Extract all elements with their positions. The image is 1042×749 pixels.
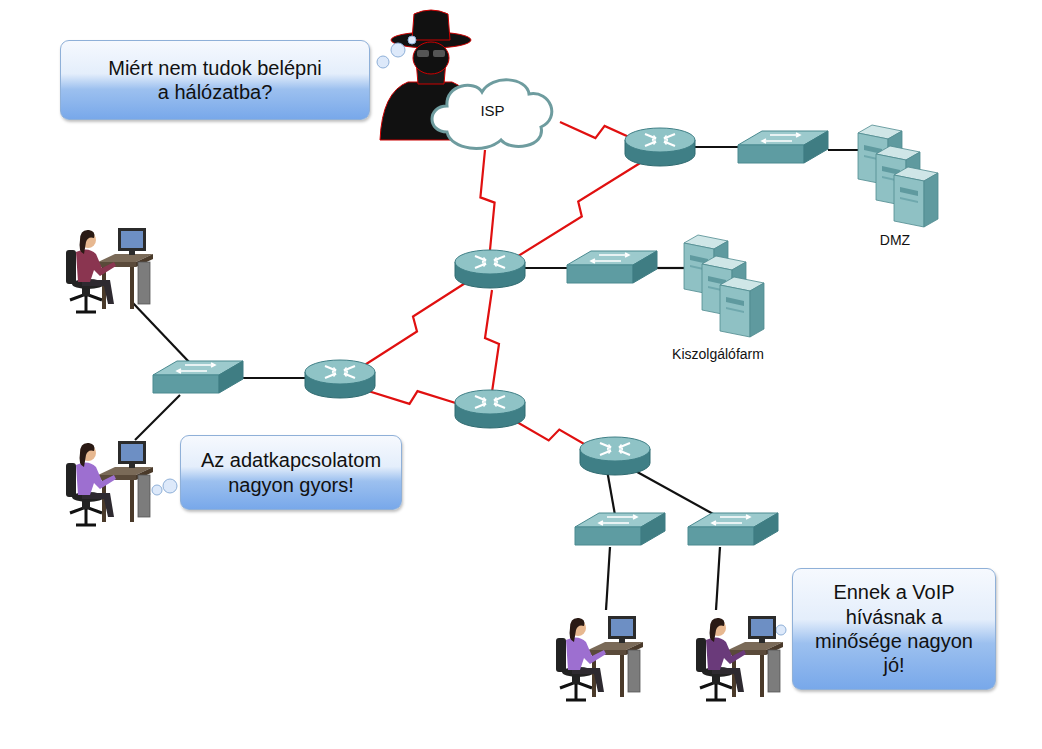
router-icon xyxy=(305,360,375,398)
zone-disc xyxy=(807,87,983,263)
callout-text: Az adatkapcsolatom nagyon gyors! xyxy=(191,448,391,497)
serial-links xyxy=(360,122,645,452)
switch-icon xyxy=(575,513,665,545)
ethernet-link xyxy=(606,547,610,610)
callout-bubbles xyxy=(144,36,786,635)
zone-outline xyxy=(630,195,840,405)
ethernet-link xyxy=(607,470,615,515)
ethernet-link xyxy=(132,302,190,363)
zone-circle: Kiszolgálófarm xyxy=(630,195,840,405)
bubble xyxy=(152,485,162,495)
ethernet-link xyxy=(135,395,180,440)
speech-callout: Ennek a VoIP hívásnak a minősége nagyon … xyxy=(792,568,996,690)
speech-callout: Miért nem tudok belépni a hálózatba? xyxy=(60,40,370,120)
ethernet-link xyxy=(695,146,740,148)
switch-icon xyxy=(738,131,828,163)
bubble xyxy=(377,56,389,68)
pc-user-icon xyxy=(66,441,153,525)
ethernet-link xyxy=(657,267,688,269)
bubble xyxy=(163,479,177,493)
pc-user-icon xyxy=(696,616,783,700)
zone-disc xyxy=(630,195,840,405)
router-icon xyxy=(455,250,525,288)
isp-cloud: ISP xyxy=(425,72,560,150)
speech-callout: Az adatkapcsolatom nagyon gyors! xyxy=(180,435,402,510)
ethernet-link xyxy=(828,149,862,151)
serial-link xyxy=(360,280,470,368)
router-icon xyxy=(455,390,525,428)
switch-icon xyxy=(153,361,243,393)
switch-icon xyxy=(688,513,778,545)
serial-link xyxy=(515,160,645,258)
zone-label: DMZ xyxy=(880,232,910,249)
pc-user-icon xyxy=(556,616,643,700)
ethernet-link xyxy=(525,267,570,269)
callout-text: Miért nem tudok belépni a hálózatba? xyxy=(105,56,325,105)
router-icon xyxy=(580,437,650,475)
server-icon xyxy=(894,167,938,227)
zone-circle: DMZ xyxy=(807,87,983,263)
serial-link xyxy=(480,150,494,250)
switch-icon xyxy=(567,251,657,283)
callout-text: Ennek a VoIP hívásnak a minősége nagyon … xyxy=(802,580,986,678)
bubble xyxy=(408,36,416,44)
serial-link xyxy=(485,290,499,392)
cloud-shape xyxy=(432,80,552,149)
router-icon xyxy=(625,128,695,166)
ethernet-link xyxy=(243,377,305,379)
cloud-label: ISP xyxy=(480,102,504,120)
bubble xyxy=(391,43,405,57)
pc-user-icon xyxy=(66,228,153,312)
serial-link xyxy=(365,390,462,405)
ethernet-links xyxy=(132,147,862,610)
zone-label: Kiszolgálófarm xyxy=(672,346,764,363)
ethernet-link xyxy=(630,468,715,515)
ethernet-link xyxy=(716,547,720,610)
bubble xyxy=(776,625,786,635)
server-icon xyxy=(720,277,764,337)
